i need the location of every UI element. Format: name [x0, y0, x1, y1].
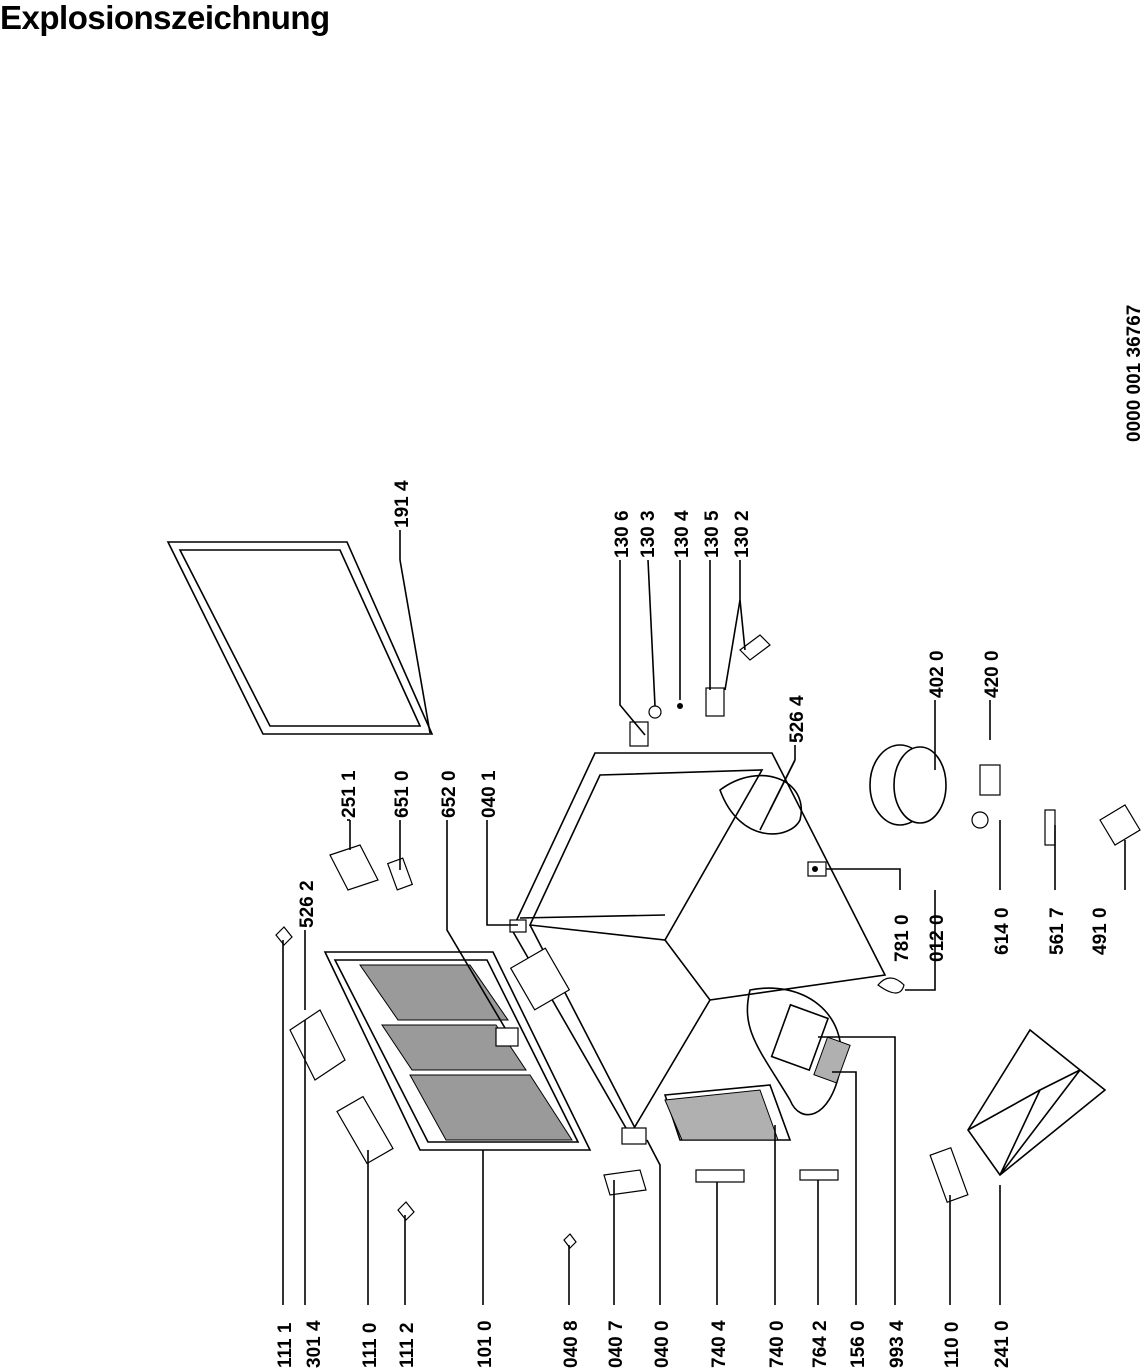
label-040-8: 040 8 [561, 1320, 582, 1368]
part-basket [929, 1028, 1107, 1204]
label-651-0: 651 0 [392, 770, 413, 818]
label-740-0: 740 0 [767, 1320, 788, 1368]
label-156-0: 156 0 [848, 1320, 869, 1368]
label-652-0: 652 0 [439, 770, 460, 818]
label-301-4: 301 4 [304, 1320, 325, 1368]
page-title: Explosionszeichnung [0, 0, 330, 36]
leader-lines [282, 530, 1126, 1305]
label-130-2: 130 2 [732, 510, 753, 558]
label-764-2: 764 2 [810, 1320, 831, 1368]
label-110-0: 110 0 [942, 1322, 963, 1369]
label-402-0: 402 0 [927, 650, 948, 698]
label-040-7: 040 7 [606, 1320, 627, 1368]
part-lid-seal [166, 541, 434, 735]
label-111-1: 111 1 [275, 1322, 296, 1368]
label-251-1: 251 1 [339, 770, 360, 818]
label-740-4: 740 4 [709, 1320, 730, 1368]
label-191-4: 191 4 [392, 480, 413, 528]
label-130-5: 130 5 [702, 510, 723, 558]
label-241-0: 241 0 [992, 1320, 1013, 1368]
drawing-number: 0000 001 36767 [1124, 305, 1145, 442]
label-561-7: 561 7 [1047, 907, 1068, 955]
part-small-hinges [275, 926, 839, 1249]
label-111-0: 111 0 [360, 1323, 381, 1368]
label-130-3: 130 3 [638, 510, 659, 558]
part-condenser [664, 1089, 779, 1141]
part-control-panel [770, 1003, 851, 1084]
label-012-0: 012 0 [927, 914, 948, 962]
part-thermostat-parts [329, 844, 414, 891]
label-491-0: 491 0 [1090, 907, 1111, 955]
label-111-2: 111 2 [397, 1323, 418, 1368]
label-781-0: 781 0 [892, 914, 913, 962]
label-101-0: 101 0 [475, 1320, 496, 1368]
label-526-2: 526 2 [297, 880, 318, 928]
label-130-6: 130 6 [612, 510, 633, 558]
label-614-0: 614 0 [992, 907, 1013, 955]
label-993-4: 993 4 [887, 1320, 908, 1368]
label-040-0: 040 0 [652, 1320, 673, 1368]
part-cabinet-body [509, 752, 905, 1145]
label-040-1: 040 1 [479, 770, 500, 818]
part-lid [323, 951, 592, 1151]
label-130-4: 130 4 [672, 510, 693, 558]
label-420-0: 420 0 [982, 650, 1003, 698]
label-526-4: 526 4 [787, 695, 808, 743]
